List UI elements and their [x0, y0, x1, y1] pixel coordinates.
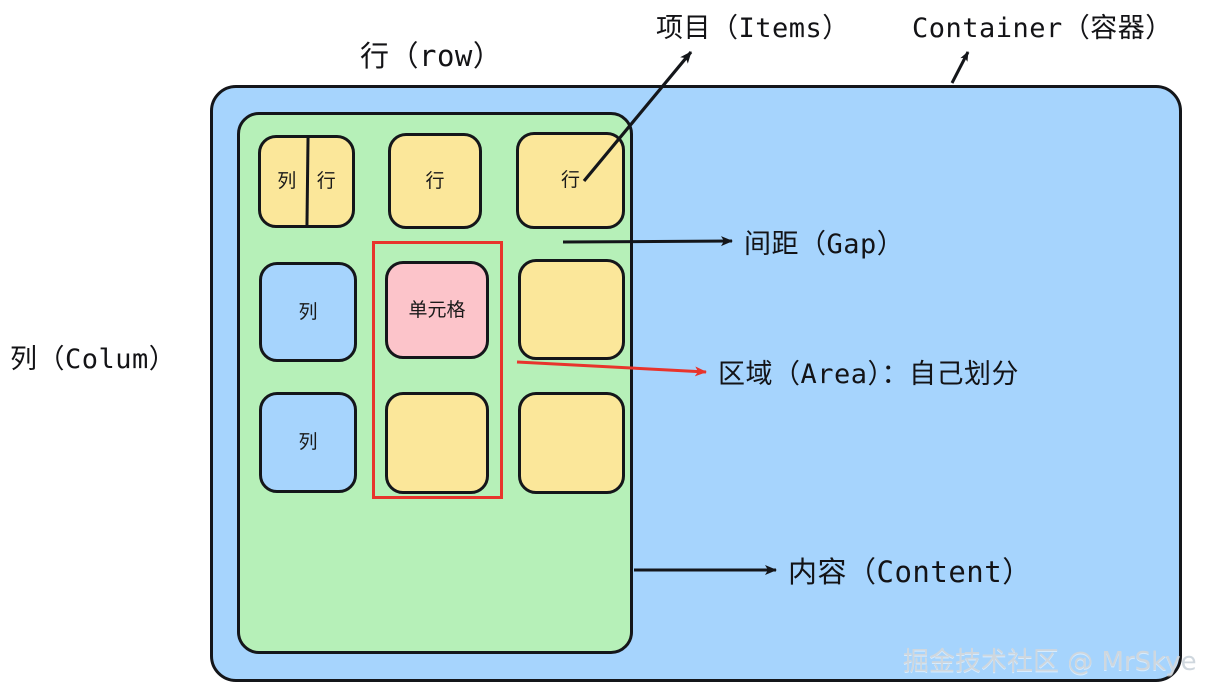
grid-cell-r2c3[interactable]	[518, 259, 625, 360]
grid-cell-r3c1[interactable]: 列	[259, 392, 357, 493]
grid-cell-r1c3-label: 行	[560, 169, 580, 191]
grid-cell-r1c2-label: 行	[425, 169, 445, 192]
grid-cell-r1c1-right-label: 行	[316, 170, 336, 192]
grid-cell-r1c2[interactable]: 行	[388, 133, 482, 229]
grid-cell-r3c2[interactable]	[385, 392, 489, 494]
label-colum: 列（Colum）	[10, 344, 177, 375]
grid-cell-r2c1-label: 列	[298, 300, 318, 323]
label-content: 内容（Content）	[788, 555, 1032, 589]
grid-cell-r1c1-left-label: 列	[277, 170, 297, 192]
label-area: 区域（Area）：自己划分	[718, 359, 1020, 390]
watermark: 掘金技术社区 @ MrSkye	[903, 647, 1197, 677]
grid-cell-r1c3[interactable]: 行	[516, 132, 625, 229]
grid-cell-r1c1[interactable]: 列 行	[258, 134, 355, 229]
grid-cell-r2c1[interactable]: 列	[259, 262, 357, 362]
container-arrow	[950, 51, 970, 84]
grid-cell-r2c2[interactable]: 单元格	[385, 261, 489, 359]
label-items: 项目（Items）	[656, 13, 850, 44]
grid-cell-r3c1-label: 列	[298, 431, 318, 453]
label-gap: 间距（Gap）	[744, 229, 905, 260]
label-row: 行（row）	[360, 39, 503, 73]
grid-cell-r2c2-label: 单元格	[408, 298, 466, 321]
label-container: Container（容器）	[912, 13, 1173, 44]
grid-cell-r3c3[interactable]	[518, 392, 625, 494]
